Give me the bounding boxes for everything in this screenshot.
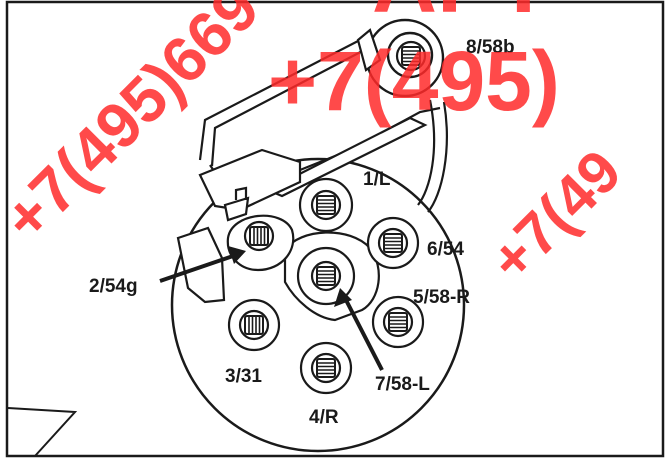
- pointer-arrows: [159, 246, 384, 371]
- hinge-spring: [356, 18, 445, 98]
- pin-7-contact: [310, 260, 342, 292]
- pin-2-label: 2/54g: [89, 276, 138, 297]
- pin-6-label: 6/54: [427, 239, 464, 260]
- pin-1-label: 1/L: [363, 169, 391, 190]
- pin-3-contact: [238, 309, 270, 341]
- pin-5-label: 5/58-R: [413, 287, 470, 308]
- watermark-fragment: АРТ: [372, 0, 551, 32]
- pin-4-label: 4/R: [309, 407, 339, 428]
- pin-5-contact: [382, 306, 414, 338]
- corner-fragment: [7, 407, 78, 457]
- pin-7-label: 7/58-L: [375, 374, 430, 395]
- watermark-phone-c: +7(49: [477, 137, 634, 294]
- pin-4-contact: [310, 352, 342, 384]
- spring-lid: [198, 38, 448, 222]
- pin-1-contact: [310, 189, 342, 221]
- frame-border: [5, 0, 665, 458]
- pin-2-contact: [243, 220, 275, 252]
- pin-6-contact: [377, 227, 409, 259]
- pin-8-label: 8/58b: [466, 37, 515, 58]
- watermark-phone-b: +7(495): [268, 34, 560, 128]
- pin-3-label: 3/31: [225, 366, 262, 387]
